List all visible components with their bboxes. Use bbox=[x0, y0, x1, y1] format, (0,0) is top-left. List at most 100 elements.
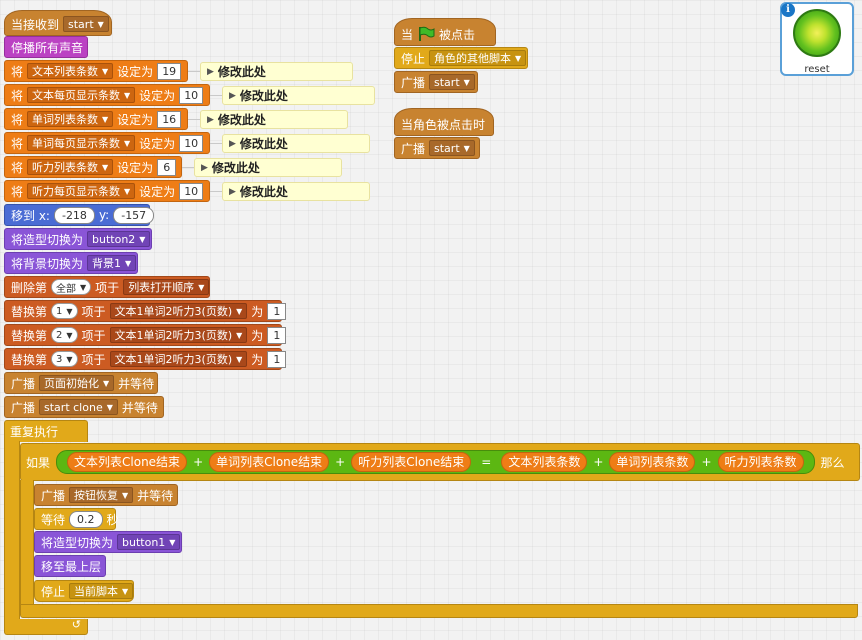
broadcast-block[interactable]: 广播 start▼ bbox=[394, 71, 478, 93]
stop-block[interactable]: 停止 当前脚本▼ bbox=[34, 580, 134, 602]
replace-of-label: 项于 bbox=[81, 328, 106, 343]
value-input[interactable]: 10 bbox=[179, 182, 203, 200]
switch-costume-block[interactable]: 将造型切换为 button1▼ bbox=[34, 531, 182, 553]
if-block-bottom[interactable] bbox=[20, 604, 858, 618]
list-dropdown[interactable]: 文本1单词2听力3(页数)▼ bbox=[109, 303, 248, 319]
value-input[interactable]: 6 bbox=[157, 158, 177, 176]
list-dropdown[interactable]: 文本1单词2听力3(页数)▼ bbox=[109, 351, 248, 367]
set-variable-block[interactable]: 将 文本每页显示条数▼ 设定为 10 bbox=[4, 84, 210, 106]
replace-item-block[interactable]: 替换第 3▼ 项于 文本1单词2听力3(页数)▼ 为 1 bbox=[4, 348, 287, 370]
note-connector bbox=[210, 143, 222, 144]
chevron-down-icon: ▼ bbox=[125, 258, 132, 268]
forever-block-bottom[interactable]: ↺ bbox=[4, 618, 88, 635]
list-dropdown[interactable]: 文本1单词2听力3(页数)▼ bbox=[109, 327, 248, 343]
when-sprite-clicked-hat-block[interactable]: 当角色被点击时 bbox=[394, 108, 494, 136]
variable-dropdown[interactable]: 听力每页显示条数▼ bbox=[27, 183, 136, 199]
set-variable-block[interactable]: 将 文本列表条数▼ 设定为 19 bbox=[4, 60, 188, 82]
equals-operator[interactable]: 文本列表Clone结束 + 单词列表Clone结束 + 听力列表Clone结束 … bbox=[56, 450, 815, 474]
value-input[interactable]: 1 bbox=[267, 302, 287, 320]
message-dropdown[interactable]: start clone▼ bbox=[39, 399, 118, 415]
comment-note[interactable]: ▶修改此处 bbox=[222, 86, 375, 105]
index-dropdown[interactable]: 2▼ bbox=[51, 327, 78, 343]
comment-note[interactable]: ▶修改此处 bbox=[200, 110, 348, 129]
broadcast-and-wait-block[interactable]: 广播 start clone▼ 并等待 bbox=[4, 396, 164, 418]
wait-suffix-label: 并等待 bbox=[137, 488, 174, 503]
forever-block-top[interactable]: 重复执行 bbox=[4, 420, 88, 442]
message-dropdown[interactable]: start▼ bbox=[63, 16, 109, 32]
comment-note[interactable]: ▶修改此处 bbox=[222, 182, 370, 201]
stop-block[interactable]: 停止 角色的其他脚本▼ bbox=[394, 47, 528, 69]
stop-all-sounds-block[interactable]: 停播所有声音 bbox=[4, 36, 88, 58]
variable-dropdown[interactable]: 听力列表条数▼ bbox=[27, 159, 114, 175]
clone-end-reporter[interactable]: 文本列表Clone结束 bbox=[67, 452, 188, 472]
variable-dropdown[interactable]: 文本列表条数▼ bbox=[27, 63, 114, 79]
message-dropdown[interactable]: 页面初始化▼ bbox=[39, 375, 115, 391]
seconds-input[interactable]: 0.2 bbox=[69, 510, 103, 528]
if-label: 如果 bbox=[26, 455, 51, 470]
count-reporter[interactable]: 文本列表条数 bbox=[501, 452, 588, 472]
replace-as-label: 为 bbox=[251, 328, 264, 343]
variable-dropdown[interactable]: 文本每页显示条数▼ bbox=[27, 87, 136, 103]
x-input[interactable]: -218 bbox=[53, 206, 95, 224]
clone-end-reporter[interactable]: 单词列表Clone结束 bbox=[209, 452, 330, 472]
broadcast-block[interactable]: 广播 start▼ bbox=[394, 137, 480, 159]
set-variable-block[interactable]: 将 单词列表条数▼ 设定为 16 bbox=[4, 108, 188, 130]
chevron-down-icon: ▼ bbox=[124, 90, 131, 100]
switch-backdrop-block[interactable]: 将背景切换为 背景1▼ bbox=[4, 252, 138, 274]
costume-dropdown[interactable]: button2▼ bbox=[87, 231, 151, 247]
info-icon[interactable]: i bbox=[781, 3, 795, 17]
sprite-thumbnail-reset[interactable]: i reset bbox=[780, 2, 854, 76]
set-variable-block[interactable]: 将 听力每页显示条数▼ 设定为 10 bbox=[4, 180, 210, 202]
variable-dropdown[interactable]: 单词列表条数▼ bbox=[27, 111, 114, 127]
comment-note[interactable]: ▶修改此处 bbox=[222, 134, 370, 153]
when-flag-clicked-hat-block[interactable]: 当 被点击 bbox=[394, 18, 496, 46]
message-dropdown[interactable]: start▼ bbox=[429, 140, 475, 156]
chevron-down-icon: ▼ bbox=[139, 234, 146, 244]
comment-note[interactable]: ▶修改此处 bbox=[200, 62, 353, 81]
count-reporter[interactable]: 单词列表条数 bbox=[609, 452, 696, 472]
chevron-down-icon: ▼ bbox=[463, 143, 470, 153]
index-dropdown[interactable]: 1▼ bbox=[51, 303, 78, 319]
if-block-top[interactable]: 如果 文本列表Clone结束 + 单词列表Clone结束 + 听力列表Clone… bbox=[20, 443, 860, 481]
replace-item-block[interactable]: 替换第 2▼ 项于 文本1单词2听力3(页数)▼ 为 1 bbox=[4, 324, 287, 346]
list-dropdown[interactable]: 列表打开顺序▼ bbox=[123, 279, 210, 295]
value-input[interactable]: 19 bbox=[157, 62, 181, 80]
reset-sprite-image bbox=[793, 9, 841, 57]
set-variable-block[interactable]: 将 听力列表条数▼ 设定为 6 bbox=[4, 156, 182, 178]
value-input[interactable]: 10 bbox=[179, 86, 203, 104]
broadcast-label: 广播 bbox=[401, 75, 426, 90]
value-input[interactable]: 1 bbox=[267, 350, 287, 368]
message-dropdown[interactable]: start▼ bbox=[429, 74, 475, 90]
switch-costume-label: 将造型切换为 bbox=[11, 232, 84, 247]
index-dropdown[interactable]: 3▼ bbox=[51, 351, 78, 367]
when-receive-hat-block[interactable]: 当接收到 start▼ bbox=[4, 10, 112, 36]
count-reporter[interactable]: 听力列表条数 bbox=[717, 452, 804, 472]
backdrop-dropdown[interactable]: 背景1▼ bbox=[87, 255, 137, 271]
go-to-front-block[interactable]: 移至最上层 bbox=[34, 555, 106, 577]
costume-dropdown[interactable]: button1▼ bbox=[117, 534, 181, 550]
message-dropdown[interactable]: 按钮恢复▼ bbox=[69, 487, 134, 503]
plus-operator: + bbox=[701, 455, 712, 469]
stop-option-dropdown[interactable]: 当前脚本▼ bbox=[69, 583, 134, 599]
stop-option-dropdown[interactable]: 角色的其他脚本▼ bbox=[429, 50, 527, 66]
go-to-xy-block[interactable]: 移到 x: -218 y: -157 bbox=[4, 204, 155, 226]
variable-dropdown[interactable]: 单词每页显示条数▼ bbox=[27, 135, 136, 151]
broadcast-and-wait-block[interactable]: 广播 页面初始化▼ 并等待 bbox=[4, 372, 158, 394]
set-variable-block[interactable]: 将 单词每页显示条数▼ 设定为 10 bbox=[4, 132, 210, 154]
chevron-down-icon: ▼ bbox=[103, 378, 110, 388]
clone-end-reporter[interactable]: 听力列表Clone结束 bbox=[351, 452, 472, 472]
value-input[interactable]: 16 bbox=[157, 110, 181, 128]
wait-seconds-block[interactable]: 等待 0.2 秒 bbox=[34, 508, 119, 530]
value-input[interactable]: 1 bbox=[267, 326, 287, 344]
delete-of-list-block[interactable]: 删除第 全部▼ 项于 列表打开顺序▼ bbox=[4, 276, 210, 298]
item-dropdown[interactable]: 全部▼ bbox=[51, 279, 92, 295]
switch-costume-block[interactable]: 将造型切换为 button2▼ bbox=[4, 228, 152, 250]
chevron-down-icon: ▼ bbox=[122, 586, 129, 596]
broadcast-and-wait-block[interactable]: 广播 按钮恢复▼ 并等待 bbox=[34, 484, 178, 506]
loop-arrow-icon: ↺ bbox=[71, 618, 81, 631]
y-input[interactable]: -157 bbox=[113, 206, 155, 224]
chevron-down-icon: ▼ bbox=[122, 490, 129, 500]
value-input[interactable]: 10 bbox=[179, 134, 203, 152]
comment-note[interactable]: ▶修改此处 bbox=[194, 158, 342, 177]
replace-item-block[interactable]: 替换第 1▼ 项于 文本1单词2听力3(页数)▼ 为 1 bbox=[4, 300, 287, 322]
